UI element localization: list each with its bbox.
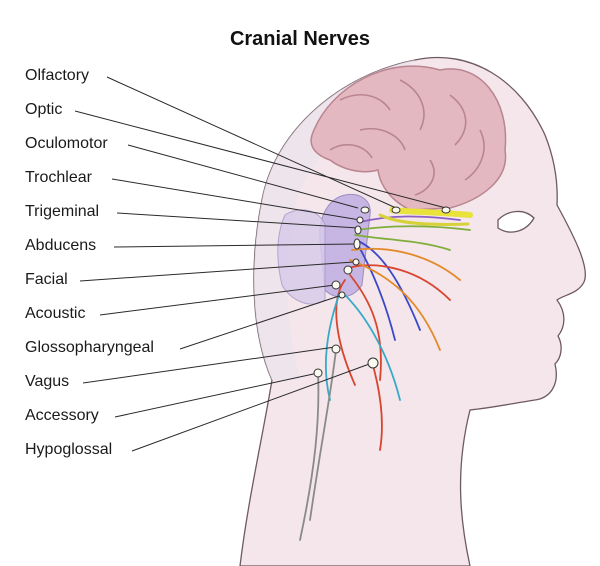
brain-fold	[339, 94, 391, 111]
nerve-branch	[357, 225, 471, 231]
nerve-marker	[354, 225, 362, 235]
leader-line	[74, 110, 447, 209]
brain-fold	[464, 129, 485, 181]
label-oculomotor: Oculomotor	[25, 135, 108, 152]
nerve-marker	[331, 280, 341, 290]
nerve-marker	[441, 206, 451, 214]
label-accessory: Accessory	[25, 407, 99, 424]
nerve-branch	[355, 239, 421, 331]
nerve-branch	[299, 371, 320, 541]
brain-fold	[399, 79, 425, 131]
label-trochlear: Trochlear	[25, 169, 92, 186]
nerve-marker	[367, 357, 379, 369]
leader-line	[106, 76, 397, 209]
nerve-marker	[338, 291, 346, 299]
nerve-marker	[391, 206, 401, 214]
cerebellum	[277, 209, 326, 305]
label-olfactory: Olfactory	[25, 67, 90, 84]
nerve-branches	[299, 215, 471, 541]
nerve-marker	[343, 265, 353, 275]
brain-fold	[359, 128, 406, 151]
nerve-marker	[331, 344, 341, 354]
label-vagus: Vagus	[25, 373, 70, 390]
label-optic: Optic	[25, 101, 63, 118]
leader-line	[113, 243, 357, 248]
diagram-title: Cranial Nerves	[229, 28, 371, 50]
leader-line	[99, 284, 336, 316]
skull-shade	[253, 60, 415, 380]
nerve-branch	[344, 294, 401, 401]
leader-line	[114, 372, 319, 418]
nerve-branch	[371, 361, 383, 451]
nerve-branch	[347, 264, 451, 301]
leader-line	[127, 144, 359, 209]
leader-line	[131, 362, 373, 452]
label-hypoglossal: Hypoglossal	[25, 441, 113, 458]
brain-fold	[414, 159, 435, 196]
label-abducens: Abducens	[25, 237, 97, 254]
label-glossopharyngeal: Glossopharyngeal	[25, 339, 154, 356]
nerve-branch	[309, 349, 337, 521]
label-acoustic: Acoustic	[25, 305, 86, 322]
nerve-marker	[313, 368, 323, 378]
eye	[497, 210, 535, 233]
nerve-markers	[313, 206, 451, 378]
label-facial: Facial	[25, 271, 68, 288]
nerve-marker	[356, 216, 364, 224]
brain-fold	[449, 94, 467, 146]
leader-line	[111, 178, 361, 221]
nerve-branch	[349, 259, 441, 351]
leader-line	[79, 261, 355, 282]
leader-lines	[74, 76, 447, 452]
leader-line	[179, 294, 343, 350]
nerve-branch	[354, 234, 451, 251]
optic-tract	[378, 213, 470, 227]
nerve-branch	[351, 247, 461, 281]
nerve-marker	[360, 206, 370, 214]
leader-line	[82, 346, 336, 384]
nerve-marker	[352, 258, 360, 266]
label-trigeminal: Trigeminal	[25, 203, 100, 220]
nerve-branch	[349, 274, 382, 381]
leader-line	[116, 212, 359, 229]
nerve-branch	[324, 291, 341, 401]
brain-fold	[329, 143, 373, 159]
nerve-branch	[359, 215, 461, 223]
nerve-marker	[353, 238, 361, 250]
nerve-branch	[357, 244, 396, 341]
